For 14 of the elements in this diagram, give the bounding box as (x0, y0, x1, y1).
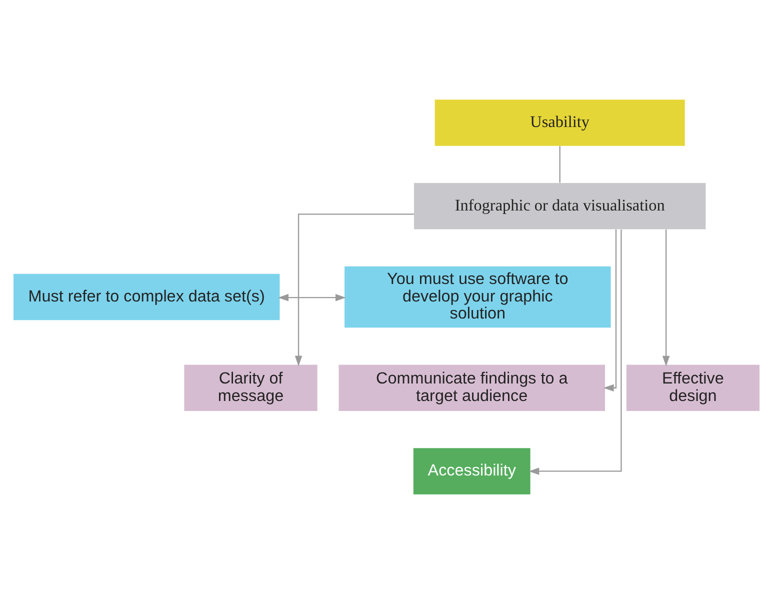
node-box: Communicate findings to a target audience (338, 364, 605, 412)
connector (559, 146, 560, 183)
node-box: Accessibility (413, 448, 530, 494)
arrow (662, 230, 670, 366)
node-box: Effective design (626, 364, 760, 412)
node-box: Infographic or data visualisation (414, 182, 706, 230)
node-box: Usability (434, 100, 685, 146)
arrow (278, 294, 346, 302)
arrow (528, 230, 622, 475)
node-box: Clarity of message (184, 364, 318, 412)
arrow (294, 214, 414, 366)
arrow (603, 230, 617, 392)
node-box: You must use software to develop your graphic solution (344, 266, 611, 328)
node-box: Must refer to complex data set(s) (13, 274, 280, 320)
